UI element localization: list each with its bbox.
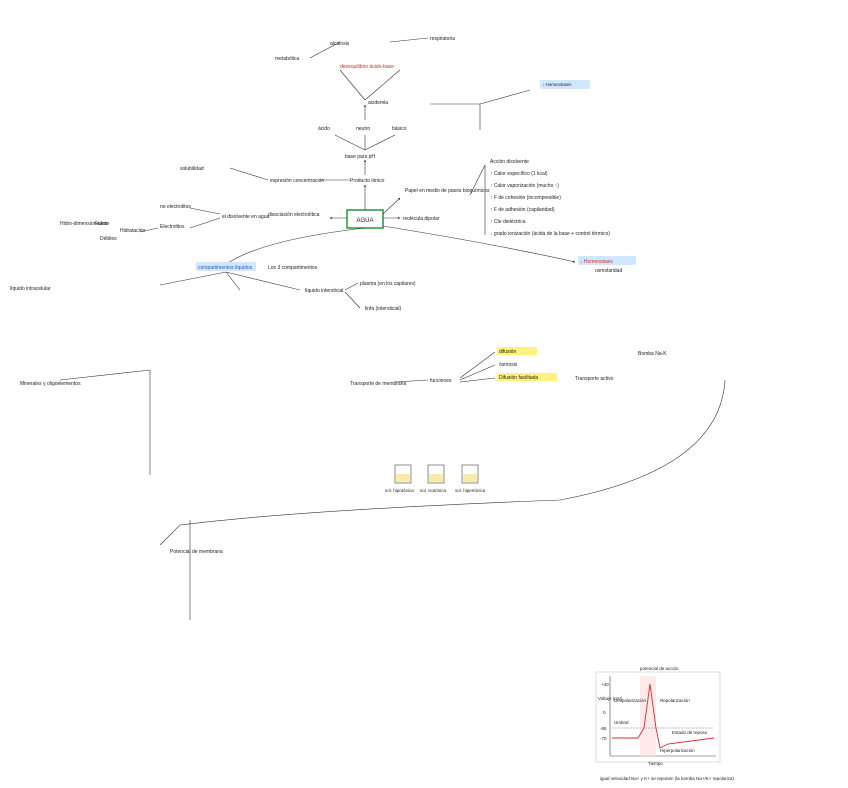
node-basico: básico bbox=[392, 126, 407, 132]
node-hidrofobicas: Hidro-dimensionadas bbox=[60, 221, 108, 227]
node-minerales: Minerales y oligoelementos bbox=[20, 381, 81, 387]
node-linfa: linfa (intersticial) bbox=[365, 306, 401, 312]
node-dipolar: molécula dipolar bbox=[403, 216, 440, 222]
node-neutro: neutro bbox=[356, 126, 370, 132]
node-const-diel: ↑ Cte dieléctrica bbox=[490, 219, 526, 225]
graph-title: potencial de acción bbox=[640, 666, 679, 671]
graph-xlabel: Tiempo bbox=[648, 761, 663, 766]
node-difusion: difusión bbox=[499, 349, 516, 355]
node-solubilidad: solubilidad bbox=[180, 166, 204, 172]
node-col3: sol. hipertónica bbox=[455, 488, 486, 493]
node-ionizacion: ↓ grado ionización (ácida de la base + c… bbox=[490, 231, 610, 237]
comp-highlight bbox=[196, 262, 256, 271]
node-respiratoria: respiratoria bbox=[430, 36, 455, 42]
node-cohesion: ↑ F de cohesión (incompresible) bbox=[490, 195, 561, 201]
node-accion: Acción disolvente bbox=[490, 159, 529, 165]
node-metabolica: metabólica bbox=[275, 56, 299, 62]
graph-label-repol: Repolarización bbox=[660, 698, 690, 703]
node-hidroelectrolitico: ↓ Homeostasis bbox=[580, 259, 613, 265]
node-liq-intersticial: líquido intersticial bbox=[305, 288, 343, 294]
node-disociacion: disociación electrolítica bbox=[268, 212, 320, 218]
node-funciones: funciones bbox=[430, 378, 452, 384]
node-osmosis: ósmosis bbox=[499, 362, 518, 368]
node-liq-intracel: líquido intracelular bbox=[10, 286, 51, 292]
node-no-electrolitos: no electrolitos bbox=[160, 204, 191, 210]
node-electrolitos: Electrolitos bbox=[160, 224, 185, 230]
node-col2: sol. isotónica bbox=[420, 488, 447, 493]
node-base-ph: base para pH bbox=[345, 154, 375, 160]
node-hidratacion: Hidratación bbox=[120, 228, 146, 234]
graph-label-hiper: Hiperpolarización bbox=[660, 748, 695, 753]
node-col1: sol. hipotónica bbox=[385, 488, 414, 493]
graph-ytick-4: -70 bbox=[600, 736, 607, 741]
action-potential-graph: Voltaje (mV) Tiempo potencial de acción … bbox=[595, 666, 721, 766]
graph-ytick-1: +40 bbox=[601, 682, 609, 687]
graph-ytick-2: 0 bbox=[603, 710, 606, 715]
node-debiles: Débiles bbox=[100, 236, 117, 242]
graph-ylabel: Voltaje (mV) bbox=[598, 696, 623, 701]
node-alcalosis: alcalosis bbox=[330, 41, 350, 47]
node-expresion: expresión concentración bbox=[270, 178, 324, 184]
node-comp-liquidos: compartimentos líquidos bbox=[198, 265, 253, 271]
center-label: AGUA bbox=[356, 218, 373, 224]
node-bomba: Bomba Na-K bbox=[638, 351, 667, 357]
node-dif-facilitada: Difusión facilitada bbox=[499, 375, 538, 381]
node-plasma: plasma (en los capilares) bbox=[360, 281, 416, 287]
node-calor-vap: ↑ Calor vaporización (mucho ↑) bbox=[490, 183, 559, 189]
node-papel: Papel en medio de pasos bioquímicos bbox=[405, 188, 490, 194]
node-calor-esp: ↑ Calor específico (1 kcal) bbox=[490, 171, 548, 177]
graph-label-depol: Despolarización bbox=[614, 698, 647, 703]
node-nota-final: igual velocidad Na+ y K+ se reponen (la … bbox=[600, 776, 734, 781]
node-acido: ácido bbox=[318, 126, 330, 132]
node-fuerte: Fuerte bbox=[95, 221, 110, 227]
node-osmolaridad: osmolaridad bbox=[595, 268, 622, 274]
graph-ytick-3: -55 bbox=[600, 726, 607, 731]
node-prod-ionico: Producto iónico bbox=[350, 178, 385, 184]
node-disolvente: el disolvente en agua bbox=[222, 214, 269, 220]
node-tres-comp: Los 3 compartimentos bbox=[268, 265, 318, 271]
node-potencial-mem: Potencial de membrana bbox=[170, 549, 223, 555]
node-transp-activo: Transporte activo bbox=[575, 376, 614, 382]
node-acidemia: acidemia bbox=[368, 100, 388, 106]
node-adhesion: ↑ F de adhesión (capilaridad) bbox=[490, 207, 555, 213]
node-desequilibrio: desequilibrio ácido-base bbox=[340, 64, 394, 70]
node-transporte: Transporte de membrana bbox=[350, 381, 406, 387]
graph-label-umbral: Umbral bbox=[614, 720, 629, 725]
graph-label-reposo: Estado de reposo bbox=[672, 730, 708, 735]
node-hidroelectrolitico-top: ↓ Homeostasis bbox=[542, 82, 572, 87]
